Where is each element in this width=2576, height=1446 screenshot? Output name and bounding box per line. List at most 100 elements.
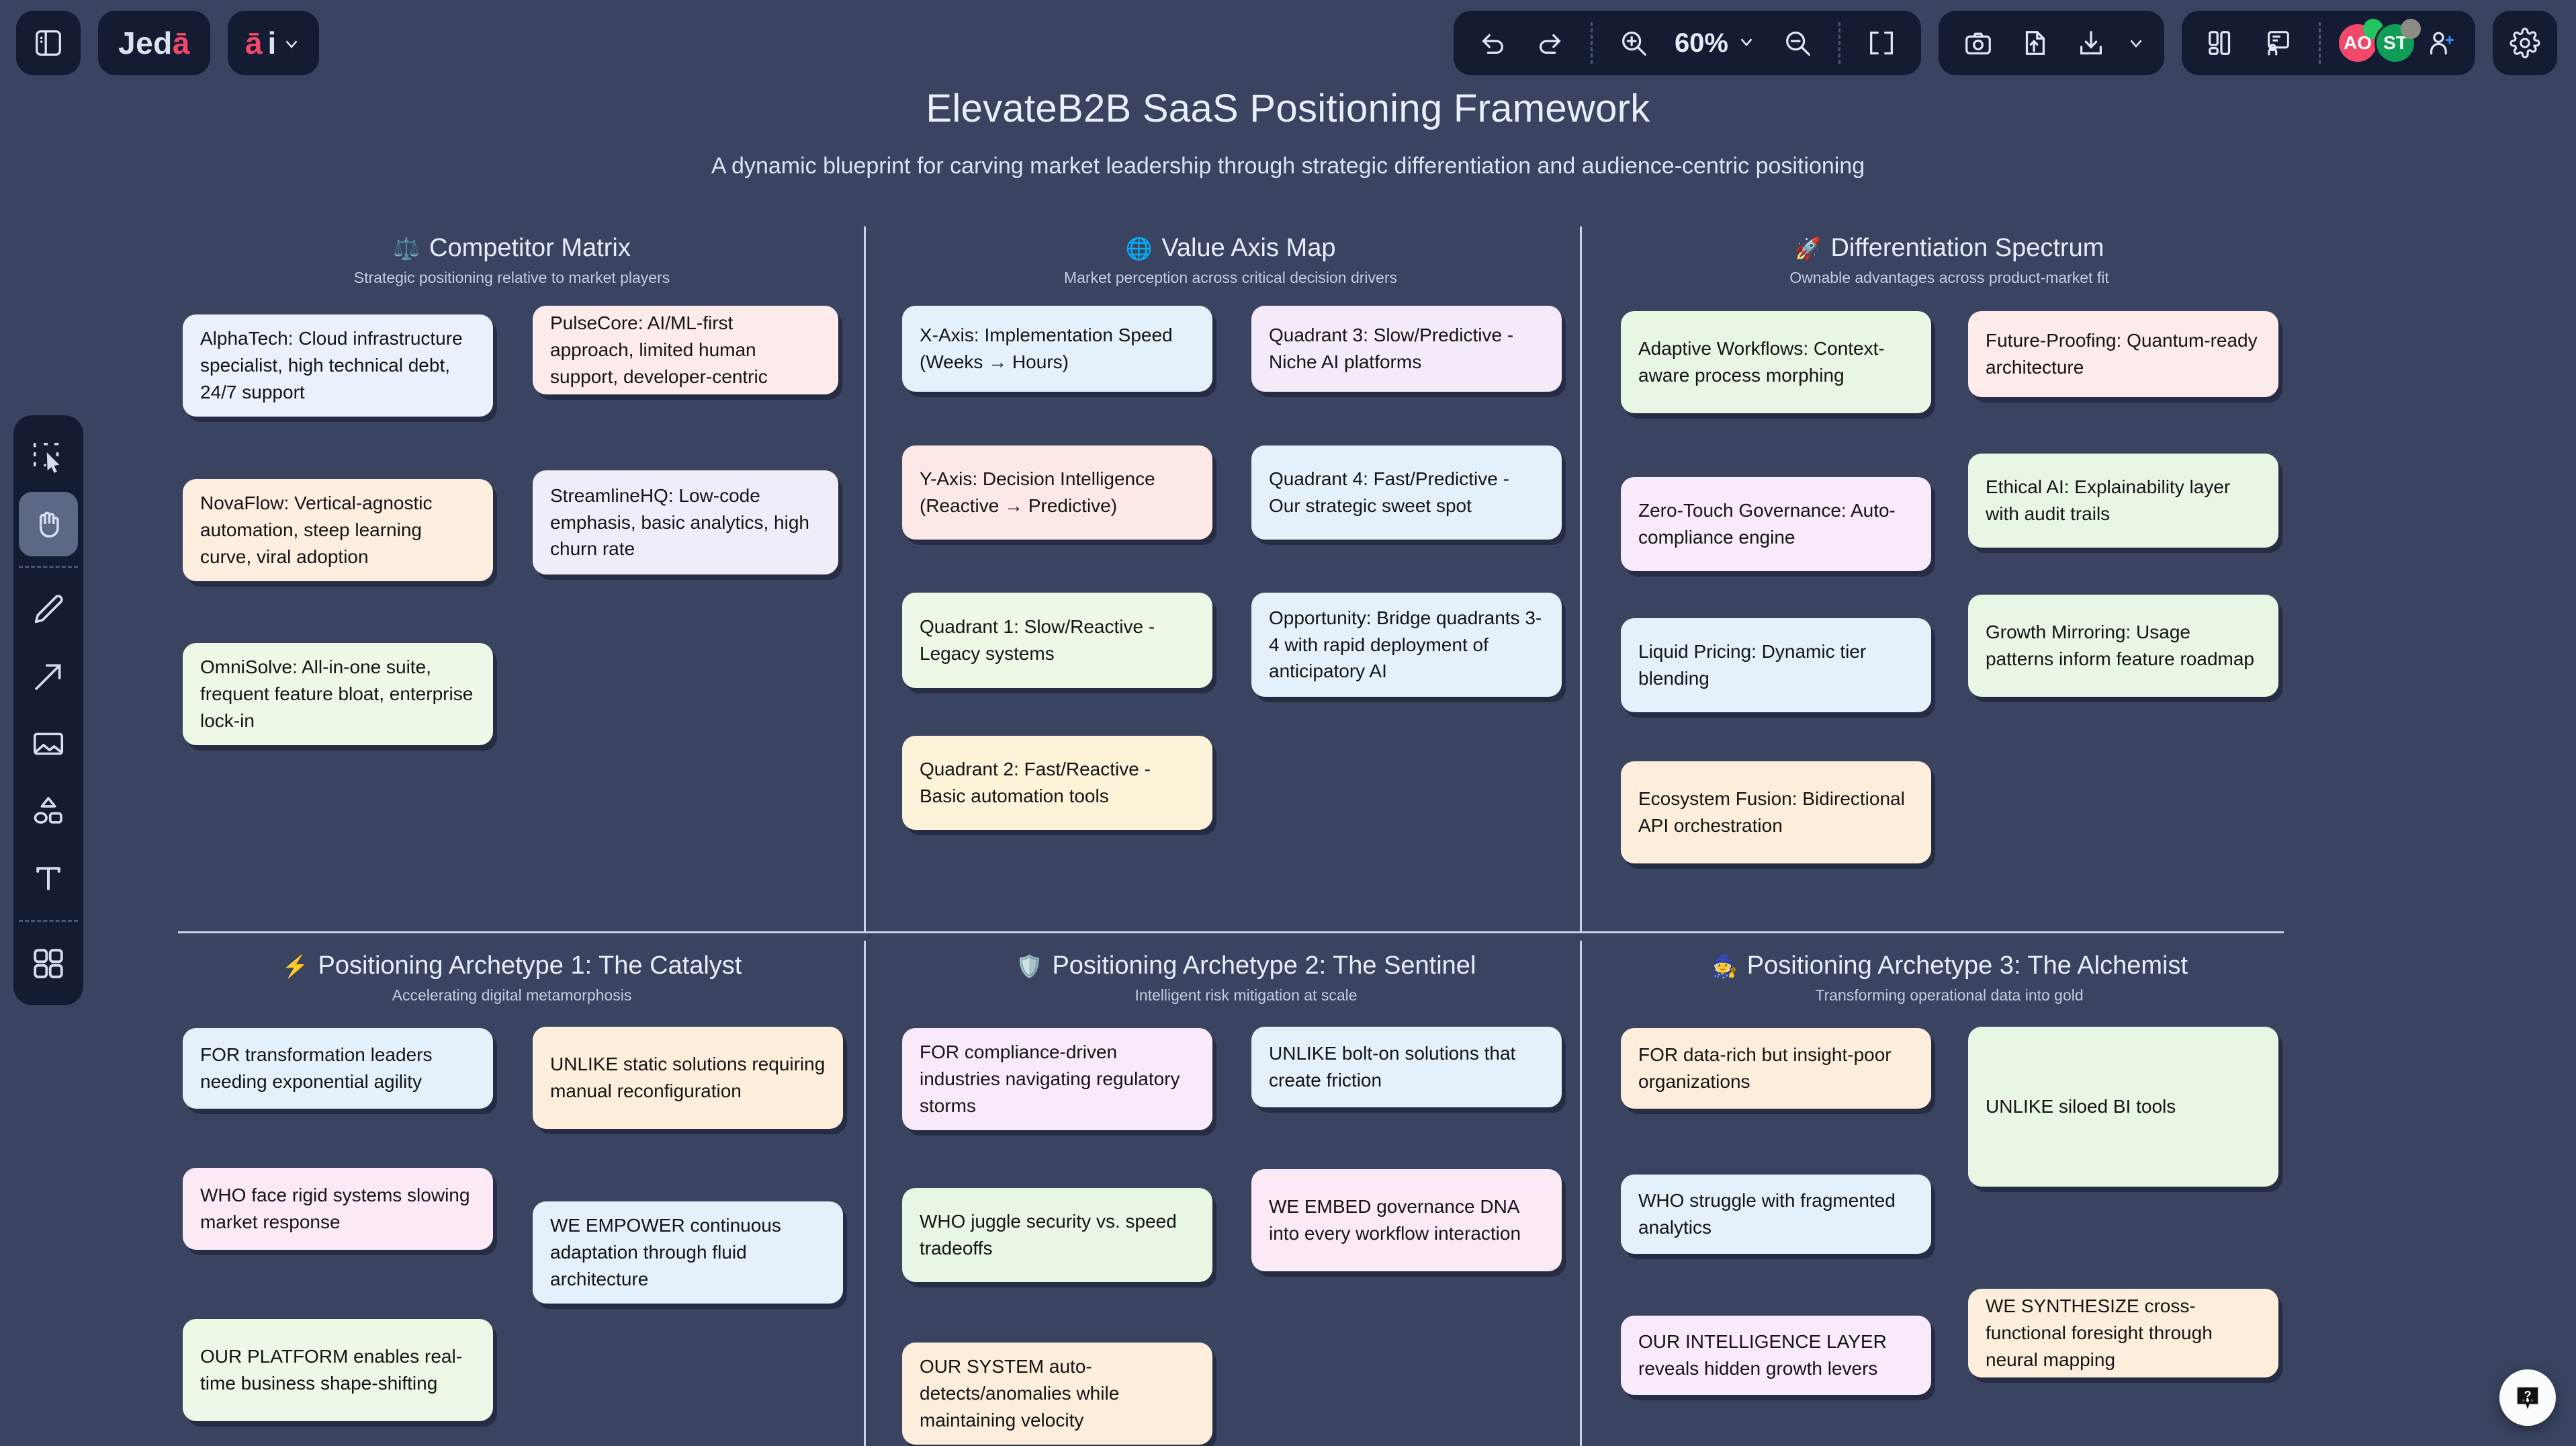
- section-title-label: Competitor Matrix: [429, 234, 631, 262]
- sticky-card[interactable]: Future-Proofing: Quantum-ready architect…: [1968, 311, 2278, 397]
- sticky-card-text: PulseCore: AI/ML-first approach, limited…: [550, 312, 768, 387]
- sticky-card[interactable]: Quadrant 1: Slow/Reactive - Legacy syste…: [902, 593, 1212, 688]
- sticky-card[interactable]: AlphaTech: Cloud infrastructure speciali…: [183, 314, 493, 417]
- present-icon[interactable]: [2253, 18, 2303, 68]
- sticky-card-text: StreamlineHQ: Low-code emphasis, basic a…: [550, 484, 809, 560]
- image-tool[interactable]: [19, 712, 78, 776]
- sticky-card-text: Quadrant 4: Fast/Predictive - Our strate…: [1269, 468, 1509, 516]
- section-subtitle-archetype-alchemist: Transforming operational data into gold: [1815, 986, 2084, 1004]
- download-button[interactable]: [2066, 18, 2116, 68]
- undo-button[interactable]: [1468, 18, 1518, 68]
- sticky-card[interactable]: UNLIKE siloed BI tools: [1968, 1027, 2278, 1187]
- section-title-label: Positioning Archetype 2: The Sentinel: [1052, 951, 1476, 980]
- sticky-card-text: Ecosystem Fusion: Bidirectional API orch…: [1638, 788, 1905, 836]
- hand-tool[interactable]: [19, 492, 78, 556]
- toolbar-divider: [2319, 22, 2321, 64]
- svg-text:?: ?: [2524, 1389, 2531, 1402]
- sticky-card-text: WHO struggle with fragmented analytics: [1638, 1190, 1896, 1238]
- sticky-card[interactable]: StreamlineHQ: Low-code emphasis, basic a…: [533, 470, 838, 575]
- sticky-card-text: Y-Axis: Decision Intelligence (Reactive …: [920, 468, 1155, 516]
- sticky-card[interactable]: WHO face rigid systems slowing market re…: [183, 1168, 493, 1250]
- section-subtitle-value-axis-map: Market perception across critical decisi…: [1064, 269, 1397, 286]
- sticky-card[interactable]: Liquid Pricing: Dynamic tier blending: [1621, 618, 1931, 712]
- sticky-card[interactable]: OmniSolve: All-in-one suite, frequent fe…: [183, 643, 493, 745]
- sticky-card[interactable]: FOR transformation leaders needing expon…: [183, 1028, 493, 1109]
- download-chevron-down-icon[interactable]: [2123, 18, 2149, 68]
- fit-to-screen-button[interactable]: [1857, 18, 1906, 68]
- zoom-in-button[interactable]: [1609, 18, 1658, 68]
- sticky-card-text: OUR INTELLIGENCE LAYER reveals hidden gr…: [1638, 1331, 1887, 1379]
- section-title-archetype-catalyst: ⚡ Positioning Archetype 1: The Catalyst: [176, 951, 848, 980]
- section-divider-horizontal: [178, 931, 2284, 933]
- sticky-card-text: FOR data-rich but insight-poor organizat…: [1638, 1044, 1892, 1092]
- sticky-card[interactable]: X-Axis: Implementation Speed (Weeks → Ho…: [902, 306, 1212, 392]
- history-zoom-group: 60%: [1453, 11, 1921, 75]
- help-button[interactable]: ?: [2499, 1369, 2556, 1426]
- section-emoji-icon: ⚡: [281, 953, 309, 978]
- sidebar-toggle-button[interactable]: [16, 11, 81, 75]
- sticky-card[interactable]: FOR compliance-driven industries navigat…: [902, 1028, 1212, 1130]
- sticky-card[interactable]: OUR INTELLIGENCE LAYER reveals hidden gr…: [1621, 1316, 1931, 1395]
- pencil-tool[interactable]: [19, 577, 78, 642]
- avatar[interactable]: ST: [2374, 19, 2421, 64]
- sticky-card[interactable]: WE SYNTHESIZE cross-functional foresight…: [1968, 1289, 2278, 1377]
- sticky-card[interactable]: Ecosystem Fusion: Bidirectional API orch…: [1621, 761, 1931, 863]
- section-title-label: Positioning Archetype 1: The Catalyst: [318, 951, 742, 980]
- sticky-card[interactable]: Quadrant 4: Fast/Predictive - Our strate…: [1251, 445, 1562, 540]
- sticky-card[interactable]: UNLIKE bolt-on solutions that create fri…: [1251, 1027, 1562, 1107]
- sticky-card[interactable]: Zero-Touch Governance: Auto-compliance e…: [1621, 477, 1931, 571]
- add-user-icon[interactable]: [2423, 18, 2460, 68]
- sticky-card-text: Liquid Pricing: Dynamic tier blending: [1638, 641, 1867, 689]
- sticky-card[interactable]: Growth Mirroring: Usage patterns inform …: [1968, 595, 2278, 697]
- page-subtitle: A dynamic blueprint for carving market l…: [711, 153, 1865, 179]
- select-tool[interactable]: [19, 425, 78, 489]
- sticky-card-text: NovaFlow: Vertical-agnostic automation, …: [200, 493, 433, 567]
- ai-label-i: i: [267, 26, 277, 60]
- sticky-card-text: AlphaTech: Cloud infrastructure speciali…: [200, 328, 463, 402]
- sticky-card[interactable]: UNLIKE static solutions requiring manual…: [533, 1027, 843, 1129]
- sticky-card[interactable]: Quadrant 2: Fast/Reactive - Basic automa…: [902, 736, 1212, 830]
- ai-label-a: ā: [245, 26, 263, 60]
- sticky-card-text: Adaptive Workflows: Context-aware proces…: [1638, 338, 1885, 386]
- sticky-card[interactable]: Adaptive Workflows: Context-aware proces…: [1621, 311, 1931, 413]
- section-emoji-icon: 🛡️: [1016, 953, 1043, 978]
- section-emoji-icon: ⚖️: [393, 236, 420, 261]
- sticky-card[interactable]: Y-Axis: Decision Intelligence (Reactive …: [902, 445, 1212, 540]
- upload-file-icon[interactable]: [2010, 18, 2059, 68]
- zoom-out-button[interactable]: [1773, 18, 1822, 68]
- sticky-card[interactable]: WE EMPOWER continuous adaptation through…: [533, 1201, 843, 1304]
- arrow-tool[interactable]: [19, 644, 78, 709]
- section-title-label: Value Axis Map: [1161, 234, 1336, 262]
- sticky-card[interactable]: WE EMBED governance DNA into every workf…: [1251, 1169, 1562, 1271]
- sticky-card[interactable]: Opportunity: Bridge quadrants 3-4 with r…: [1251, 593, 1562, 697]
- sticky-card[interactable]: Quadrant 3: Slow/Predictive - Niche AI p…: [1251, 306, 1562, 392]
- sticky-card-text: FOR transformation leaders needing expon…: [200, 1044, 433, 1092]
- layout-panels-icon[interactable]: [2196, 18, 2246, 68]
- grid-templates-tool[interactable]: [19, 931, 78, 996]
- sticky-card-text: Quadrant 3: Slow/Predictive - Niche AI p…: [1269, 325, 1514, 372]
- shapes-tool[interactable]: [19, 779, 78, 843]
- sticky-card[interactable]: WHO struggle with fragmented analytics: [1621, 1175, 1931, 1254]
- settings-gear-button[interactable]: [2493, 11, 2557, 75]
- text-tool[interactable]: [19, 846, 78, 910]
- avatar[interactable]: AO: [2337, 19, 2383, 64]
- section-divider-vertical: [1580, 941, 1582, 1446]
- sticky-card[interactable]: Ethical AI: Explainability layer with au…: [1968, 454, 2278, 548]
- sticky-card[interactable]: OUR PLATFORM enables real-time business …: [183, 1319, 493, 1421]
- sticky-card[interactable]: FOR data-rich but insight-poor organizat…: [1621, 1028, 1931, 1109]
- zoom-level-dropdown[interactable]: 60%: [1665, 28, 1766, 58]
- section-subtitle-competitor-matrix: Strategic positioning relative to market…: [353, 269, 670, 286]
- sticky-card[interactable]: WHO juggle security vs. speed tradeoffs: [902, 1188, 1212, 1282]
- redo-button[interactable]: [1525, 18, 1574, 68]
- export-group: [1939, 11, 2164, 75]
- sticky-card[interactable]: NovaFlow: Vertical-agnostic automation, …: [183, 479, 493, 581]
- section-divider-vertical: [864, 941, 866, 1446]
- screenshot-camera-icon[interactable]: [1953, 18, 2003, 68]
- sticky-card[interactable]: OUR SYSTEM auto-detects/anomalies while …: [902, 1343, 1212, 1445]
- sticky-card[interactable]: PulseCore: AI/ML-first approach, limited…: [533, 306, 838, 394]
- sticky-card-text: WE EMPOWER continuous adaptation through…: [550, 1215, 781, 1289]
- section-emoji-icon: 🚀: [1794, 236, 1822, 261]
